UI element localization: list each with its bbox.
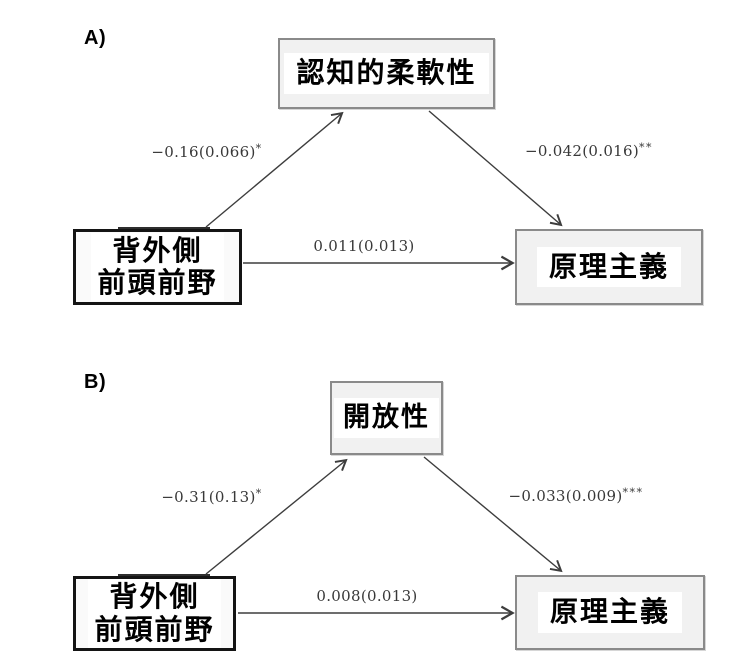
panel-b-path-a-significance: * (255, 487, 263, 500)
panel-b-path-b-arrow (423, 456, 563, 573)
panel-b-outcome-label: 原理主義 (537, 592, 682, 633)
panel-b-outcome-box: 原理主義 (515, 575, 705, 650)
panel-a-mediator-label: 認知的柔軟性 (284, 53, 489, 94)
panel-a-outcome-box: 原理主義 (515, 229, 703, 305)
panel-b-path-b-value: −0.033(0.009) (508, 487, 623, 505)
panel-b-predictor-line2: 前頭前野 (94, 613, 215, 645)
panel-b-predictor-box: 背外側 前頭前野 (73, 576, 236, 651)
panel-b-mediator-box: 開放性 (330, 381, 443, 455)
panel-a-path-b-arrow (428, 110, 563, 227)
panel-b-predictor-label: 背外側 前頭前野 (88, 579, 221, 648)
panel-b-path-b-coefficient: −0.033(0.009)*** (491, 486, 661, 505)
panel-b-path-c-coefficient: 0.008(0.013) (307, 586, 427, 605)
panel-b-tag: B) (84, 371, 107, 393)
panel-a-mediator-box: 認知的柔軟性 (278, 38, 495, 109)
panel-b-path-a-value: −0.31(0.13) (161, 488, 256, 506)
panel-a-predictor-line2: 前頭前野 (97, 267, 218, 298)
panel-a-tag: A) (84, 27, 107, 49)
panel-a-predictor-line1: 背外側 (112, 234, 203, 266)
panel-b-path-a-arrow (205, 458, 348, 575)
panel-a-path-c-coefficient: 0.011(0.013) (304, 236, 424, 255)
panel-a-path-a-arrow (205, 111, 344, 228)
panel-a-path-a-significance: * (255, 142, 263, 155)
panel-a-path-b-significance: ** (639, 141, 654, 154)
panel-b-mediator-label: 開放性 (334, 398, 439, 438)
panel-b-path-a-coefficient: −0.31(0.13)* (132, 487, 292, 506)
panel-b-predictor-line1: 背外側 (109, 581, 200, 613)
panel-a-predictor-box: 背外側 前頭前野 (73, 229, 242, 305)
panel-a-path-b-coefficient: −0.042(0.016)** (509, 141, 669, 160)
panel-a-path-a-coefficient: −0.16(0.066)* (127, 142, 287, 161)
panel-b-path-b-significance: *** (622, 486, 644, 499)
panel-a-path-c-value: 0.011(0.013) (313, 237, 415, 255)
panel-a-outcome-label: 原理主義 (536, 246, 681, 288)
panel-a-predictor-label: 背外側 前頭前野 (91, 232, 224, 302)
panel-a-path-b-value: −0.042(0.016) (524, 142, 640, 160)
panel-a-path-a-value: −0.16(0.066) (151, 143, 256, 161)
panel-b-path-c-value: 0.008(0.013) (316, 587, 418, 605)
